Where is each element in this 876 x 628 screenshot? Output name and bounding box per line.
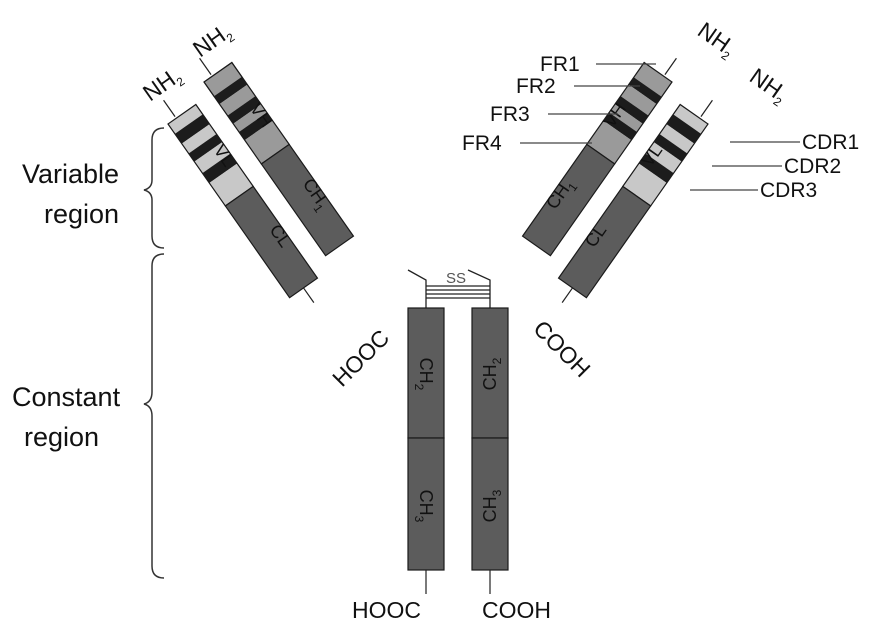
nh2-label-left-light: NH2 bbox=[138, 62, 188, 109]
hooc-label-left-heavy: HOOC bbox=[352, 597, 421, 623]
fr4-label: FR4 bbox=[462, 132, 502, 155]
hooc-label-left-light: HOOC bbox=[327, 324, 394, 391]
cdr2-label: CDR2 bbox=[784, 155, 841, 178]
nh2-label-right-heavy: NH2 bbox=[691, 17, 741, 64]
variable-region-label-line2: region bbox=[44, 199, 119, 229]
right-fc-stem: CH2 CH3 bbox=[472, 308, 508, 594]
disulfide-bond-label: SS bbox=[446, 270, 466, 287]
fr2-label: FR2 bbox=[516, 75, 556, 98]
nh2-label-right-light: NH2 bbox=[743, 63, 793, 110]
cooh-label-right-heavy: COOH bbox=[482, 597, 551, 623]
left-fc-stem: CH2 CH3 bbox=[408, 308, 444, 594]
nh2-label-left-heavy: NH2 bbox=[188, 18, 238, 65]
variable-region-label-line1: Variable bbox=[22, 159, 119, 189]
cdr3-label: CDR3 bbox=[760, 179, 817, 202]
constant-region-bracket bbox=[144, 254, 164, 578]
fr3-label: FR3 bbox=[490, 103, 530, 126]
variable-region-bracket bbox=[144, 128, 164, 248]
cdr1-label: CDR1 bbox=[802, 131, 859, 154]
cooh-label-right-light: COOH bbox=[528, 315, 595, 382]
constant-region-label-line1: Constant bbox=[12, 382, 121, 412]
constant-region-label-line2: region bbox=[24, 422, 99, 452]
fr1-label: FR1 bbox=[540, 53, 580, 76]
